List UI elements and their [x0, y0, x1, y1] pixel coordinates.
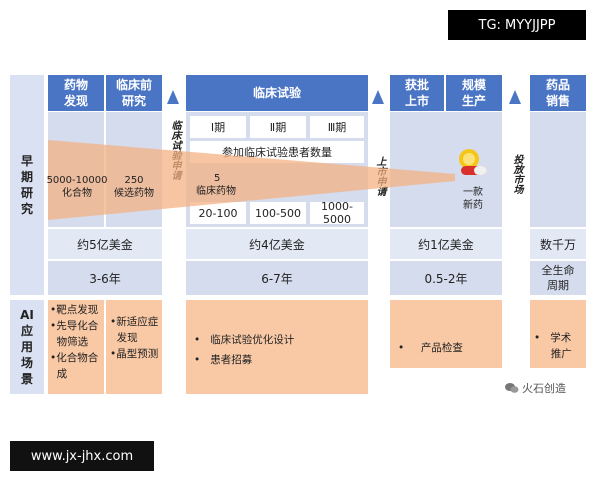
patients-phase-2: 100-500 [250, 202, 306, 224]
watermark-text: 火石创造 [522, 382, 566, 395]
header-preclinical: 临床前研究 [106, 75, 162, 111]
stage-arrow-2 [372, 90, 384, 104]
patients-label: 参加临床试验患者数量 [190, 141, 364, 163]
wechat-icon [505, 383, 519, 393]
sales-panel [530, 112, 586, 227]
ai-clinical-box: • 临床试验优化设计 • 患者招募 [186, 300, 368, 394]
cost-approval: 约1亿美金 [390, 229, 502, 259]
pill-icon [459, 149, 487, 175]
patients-phase-3: 1000-5000 [310, 200, 364, 226]
duration-approval: 0.5-2年 [390, 261, 502, 295]
watermark-logo: 火石创造 [505, 380, 589, 396]
bottom-badge: www.jx-jhx.com [10, 441, 154, 471]
header-scale-production: 规模生产 [446, 75, 502, 111]
new-drug-label: 一款新药 [463, 187, 483, 211]
discovery-panel [48, 112, 104, 227]
header-drug-discovery: 药物发现 [48, 75, 104, 111]
cost-early: 约5亿美金 [48, 229, 162, 259]
duration-sales: 全生命周期 [530, 261, 586, 295]
header-approval: 获批上市 [390, 75, 444, 111]
cost-sales: 数千万 [530, 229, 586, 259]
ai-sales-box: • 学术 推广 [530, 300, 586, 368]
clinical-application-label: 临床试验申请 [169, 120, 180, 180]
patients-phase-1: 20-100 [190, 202, 246, 224]
phase-1: Ⅰ期 [190, 116, 246, 138]
market-launch-label: 投放市场 [511, 154, 522, 194]
market-application-label: 上市申请 [374, 156, 385, 196]
header-drug-sales: 药品销售 [530, 75, 586, 111]
preclinical-panel [106, 112, 162, 227]
ai-discovery-box: •靶点发现 •先导化合 物筛选 •化合物合 成 [48, 300, 104, 394]
phase-3: Ⅲ期 [310, 116, 364, 138]
cost-clinical: 约4亿美金 [186, 229, 368, 259]
phase-2: Ⅱ期 [250, 116, 306, 138]
stage-arrow-3 [509, 90, 521, 104]
header-clinical-trials: 临床试验 [186, 75, 368, 111]
duration-early: 3-6年 [48, 261, 162, 295]
top-badge: TG: MYYJJPP [448, 10, 586, 40]
ai-preclinical-box: •新适应症 发现 •晶型预测 [106, 300, 162, 394]
row-label-early-research: 早期 研究 [10, 75, 44, 295]
duration-clinical: 6-7年 [186, 261, 368, 295]
ai-approval-box: • 产品检查 [390, 300, 502, 368]
stage-arrow-1 [167, 90, 179, 104]
